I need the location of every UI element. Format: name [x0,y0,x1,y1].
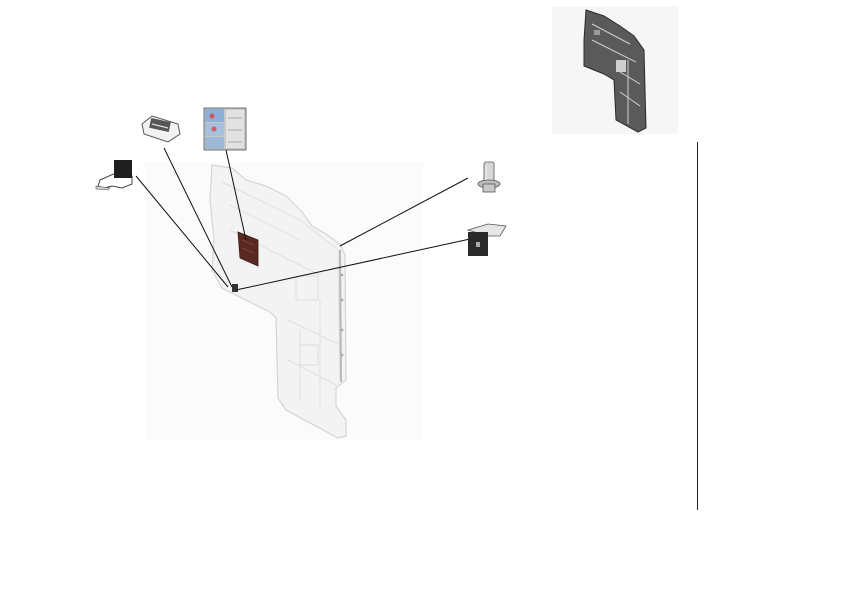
connector-on-panel [232,284,238,292]
leader-clip [135,175,229,288]
leader-bolt [339,177,469,247]
leader-bracket [235,238,471,291]
vertical-divider [697,142,698,510]
connector-block [141,115,181,143]
instruction-label [203,107,247,151]
leader-connector [163,147,233,288]
leader-lines [135,147,471,291]
flange-bolt [477,161,501,193]
leader-label [225,149,247,241]
l-bracket [466,223,507,256]
main-panel-ghosted [145,162,423,440]
assembly-thumbnail [552,6,678,134]
label-on-panel [237,231,259,267]
u-clip [95,160,133,191]
